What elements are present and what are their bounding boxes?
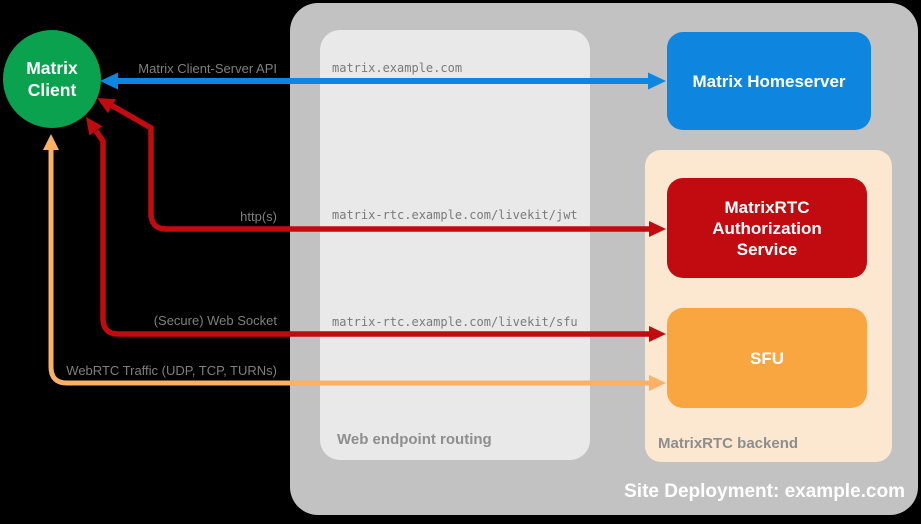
sfu-label: SFU [750,348,784,368]
route-matrix-domain: matrix.example.com [332,61,463,75]
route-livekit-sfu: matrix-rtc.example.com/livekit/sfu [332,315,578,329]
https-label: http(s) [240,209,277,224]
matrix-client-label: Matrix Client [26,58,78,100]
arrowhead-client3-icon [43,134,59,150]
arrowhead-client2-icon [86,117,103,136]
client-server-api-label: Matrix Client-Server API [138,61,277,76]
matrix-client-node: Matrix Client [3,30,101,128]
matrix-homeserver-label: Matrix Homeserver [692,71,846,91]
route-livekit-jwt: matrix-rtc.example.com/livekit/jwt [332,208,578,222]
websocket-label: (Secure) Web Socket [153,313,277,328]
matrix-homeserver-node: Matrix Homeserver [667,32,871,130]
matrixrtc-authorization-service-label: MatrixRTC Authorization Service [712,197,822,259]
matrixrtc-authorization-service-node: MatrixRTC Authorization Service [667,178,867,278]
sfu-node: SFU [667,308,867,408]
arrowhead-client-icon [97,98,116,114]
matrixrtc-backend-label: MatrixRTC backend [658,435,799,452]
webrtc-traffic-label: WebRTC Traffic (UDP, TCP, TURNs) [66,363,277,378]
site-deployment-label: Site Deployment: example.com [624,481,905,502]
web-endpoint-routing-box: Web endpoint routing [320,30,590,460]
web-endpoint-routing-label: Web endpoint routing [337,431,492,448]
